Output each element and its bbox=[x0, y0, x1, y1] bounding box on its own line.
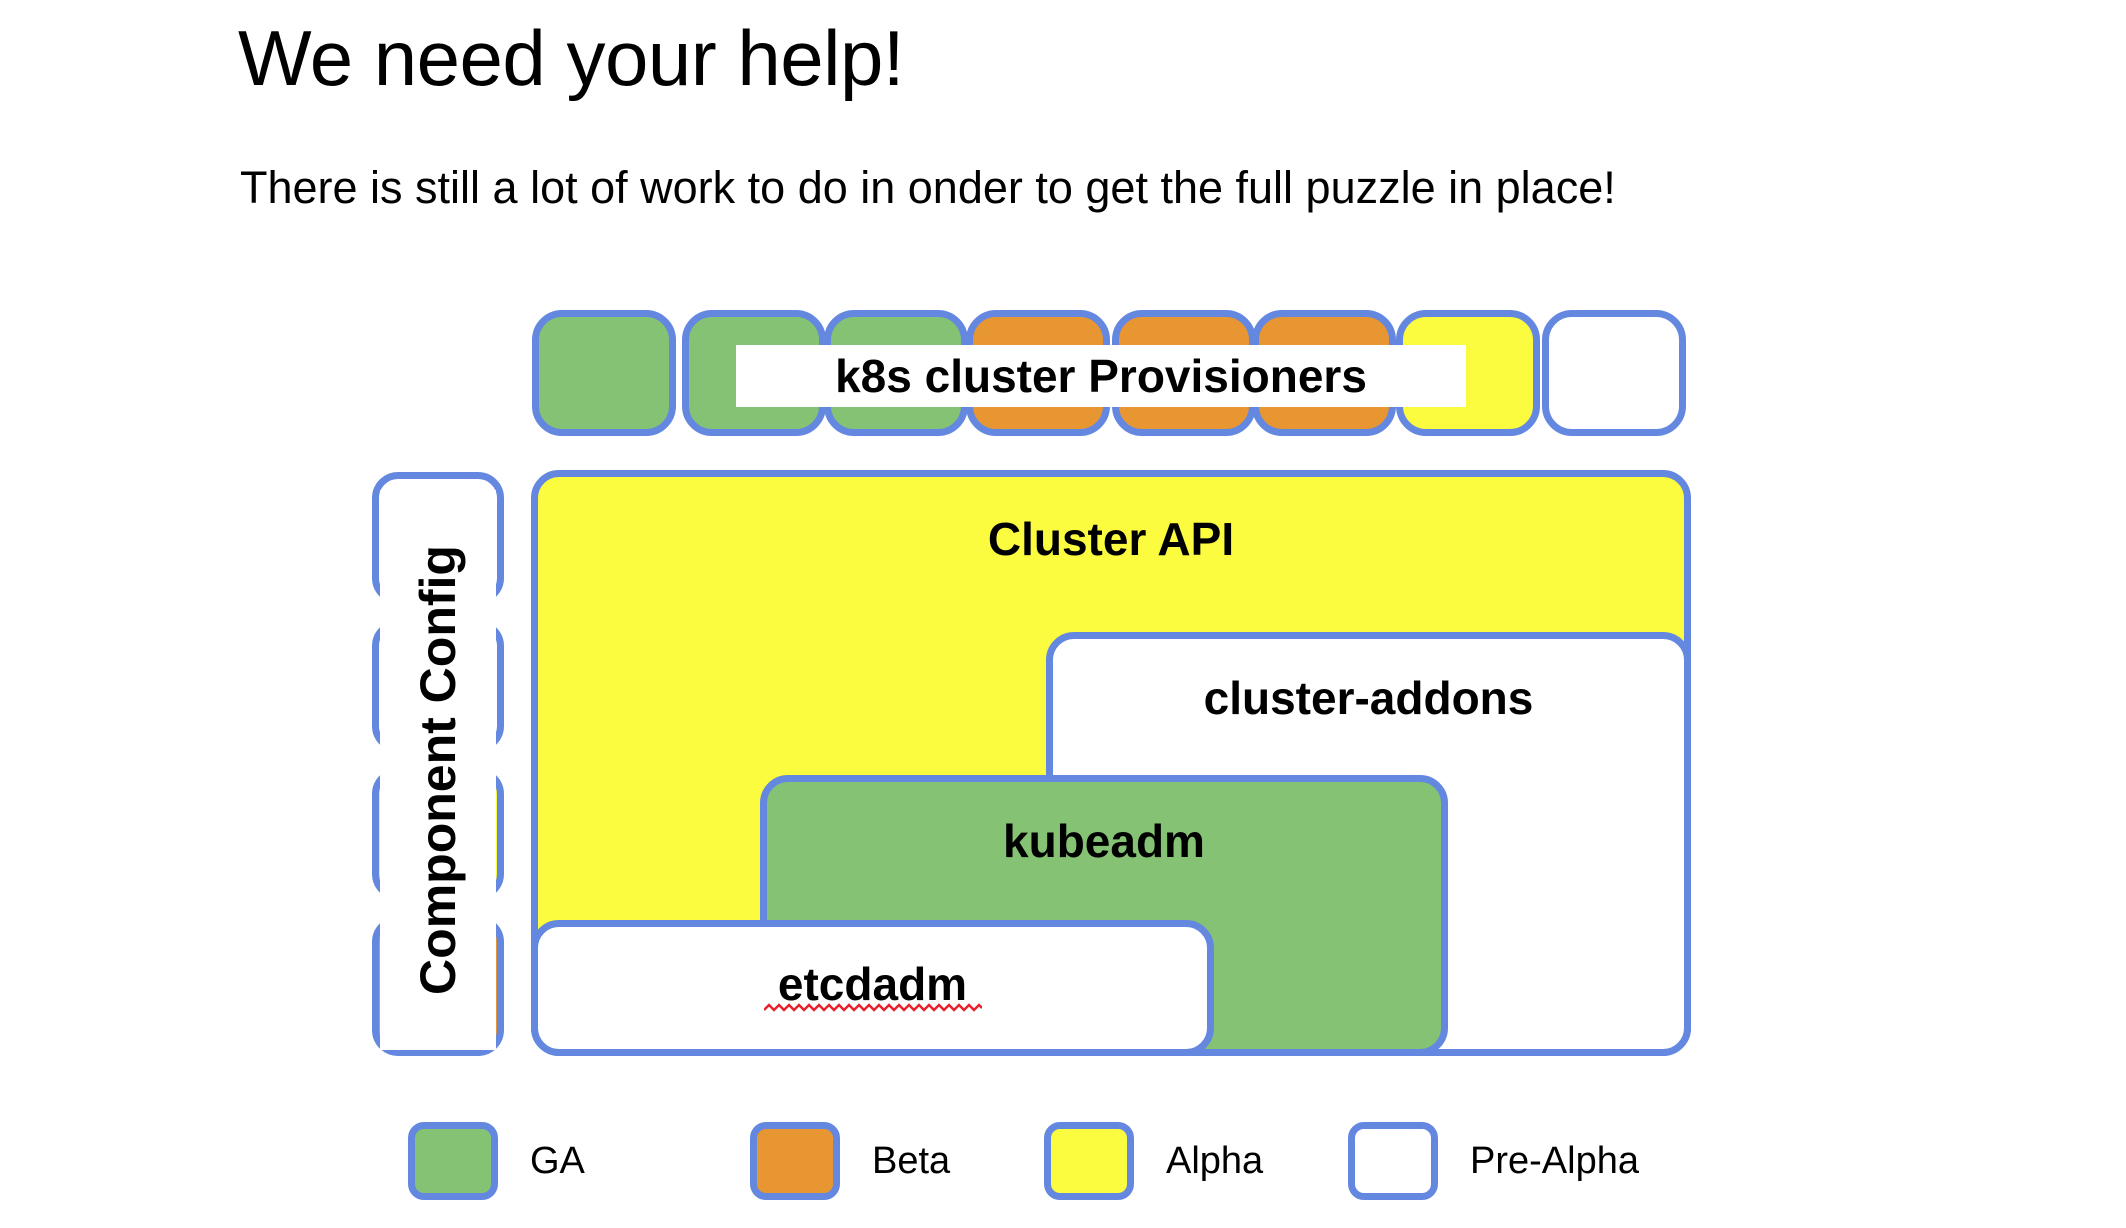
kubeadm-label: kubeadm bbox=[1003, 815, 1205, 867]
component-config-label: Component Config bbox=[380, 490, 496, 1050]
legend-label-prealpha: Pre-Alpha bbox=[1470, 1139, 1639, 1182]
legend-swatch-beta bbox=[750, 1122, 840, 1200]
provisioner-tile-7[interactable] bbox=[1396, 310, 1540, 436]
legend-item-ga: GA bbox=[408, 1122, 585, 1200]
cluster-addons-label: cluster-addons bbox=[1203, 672, 1534, 724]
page-title: We need your help! bbox=[238, 14, 905, 102]
legend-item-alpha: Alpha bbox=[1044, 1122, 1263, 1200]
cluster-api-label: Cluster API bbox=[987, 513, 1235, 565]
etcdadm-box[interactable]: etcdadm bbox=[531, 920, 1214, 1056]
provisioner-tile-8[interactable] bbox=[1542, 310, 1686, 436]
legend-label-ga: GA bbox=[530, 1139, 585, 1182]
legend-label-alpha: Alpha bbox=[1166, 1139, 1264, 1182]
component-config-label-text: Component Config bbox=[410, 545, 466, 995]
spellcheck-squiggle-icon bbox=[763, 1003, 982, 1012]
legend-swatch-alpha bbox=[1044, 1122, 1134, 1200]
legend-item-beta: Beta bbox=[750, 1122, 950, 1200]
provisioner-tile-1[interactable] bbox=[532, 310, 676, 436]
legend-label-beta: Beta bbox=[872, 1139, 951, 1182]
legend-swatch-prealpha bbox=[1348, 1122, 1438, 1200]
legend: GA Beta Alpha Pre-Alpha bbox=[0, 1122, 2126, 1212]
provisioners-label: k8s cluster Provisioners bbox=[736, 345, 1466, 407]
legend-item-prealpha: Pre-Alpha bbox=[1348, 1122, 1639, 1200]
page-subtitle: There is still a lot of work to do in on… bbox=[240, 162, 1616, 213]
legend-swatch-ga bbox=[408, 1122, 498, 1200]
